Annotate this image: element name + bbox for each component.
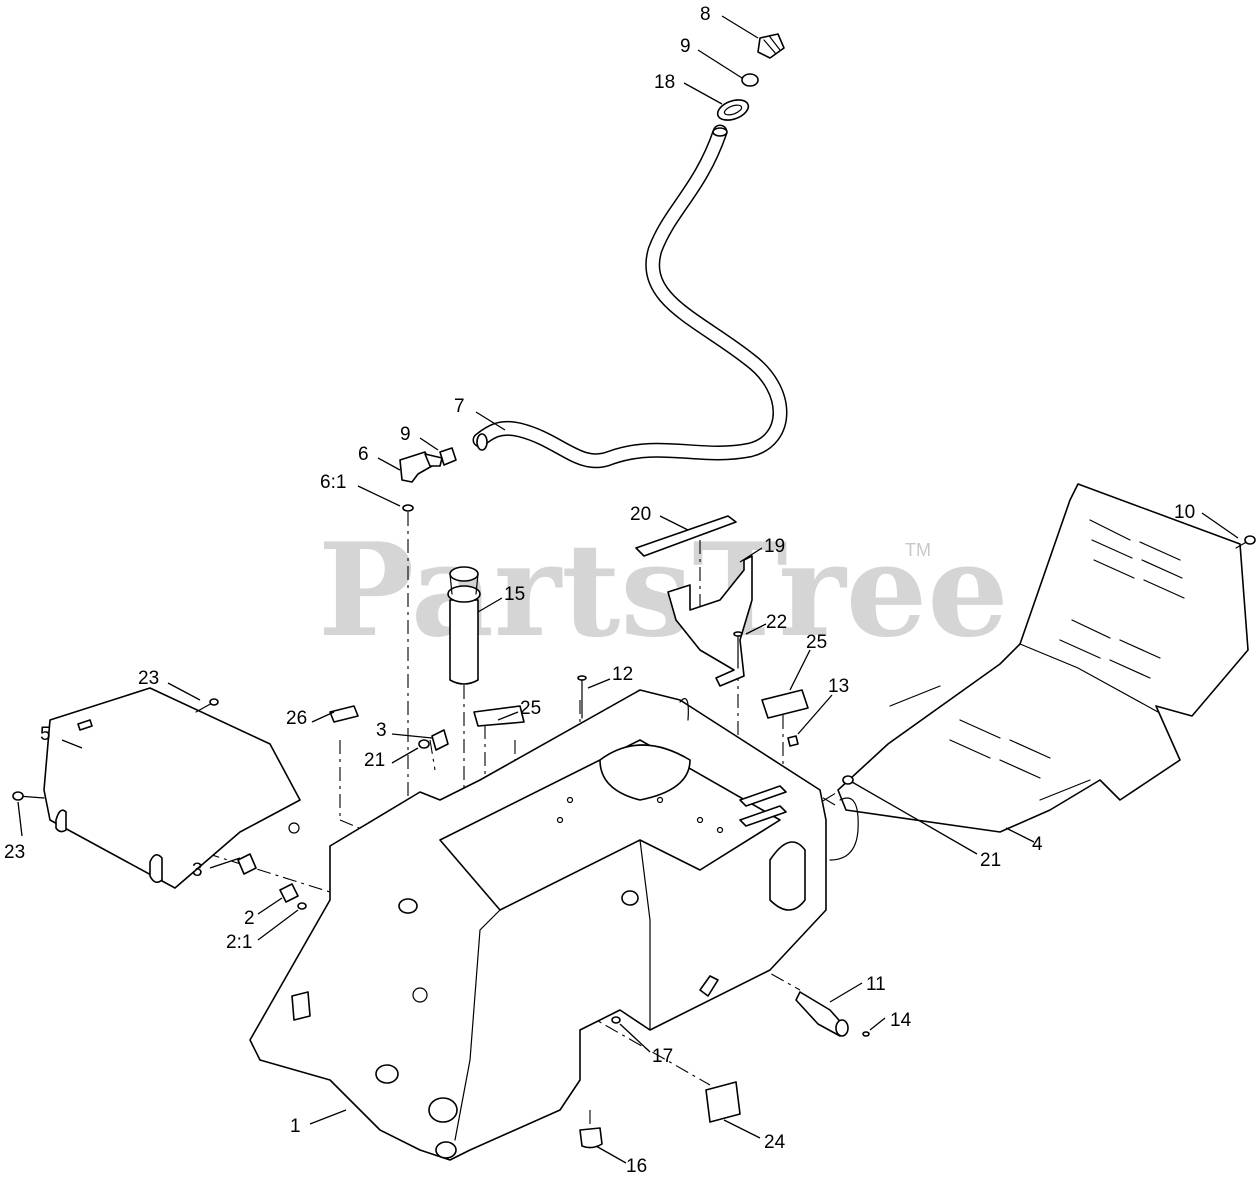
side-shield-part: [43, 687, 301, 889]
callout-16: 16: [626, 1156, 647, 1177]
pivot-pin-part: [795, 991, 849, 1037]
bolt-10-part: [1235, 535, 1256, 549]
breather-hose-part: [472, 124, 788, 469]
callout-14: 14: [890, 1010, 912, 1031]
callout-3-lower: 3: [192, 860, 203, 881]
watermark-trademark: TM: [905, 540, 931, 560]
clip-3-upper-part: [431, 729, 449, 751]
callout-8: 8: [700, 4, 711, 25]
o-ring-part: [402, 504, 414, 512]
bumper-16-part: [579, 1127, 603, 1149]
callout-12: 12: [612, 664, 633, 685]
callout-7: 7: [454, 396, 465, 417]
callout-1: 1: [290, 1116, 301, 1137]
callout-6-1: 6:1: [320, 472, 346, 493]
fitting-2-part: [279, 883, 299, 903]
fitting-upper-part: [741, 73, 759, 87]
nut-21-upper-part: [418, 739, 430, 749]
elbow-fitting-part: [399, 451, 443, 483]
callout-24: 24: [764, 1132, 786, 1153]
callout-17: 17: [652, 1046, 673, 1067]
pin-clip-14-part: [862, 1031, 870, 1037]
bolt-23-upper-part: [195, 698, 219, 713]
main-frame-part: [249, 689, 859, 1161]
nut-13-part: [787, 735, 799, 747]
deck-slots: [889, 519, 1185, 801]
callout-15: 15: [504, 584, 525, 605]
filler-strainer-part: [447, 566, 481, 685]
callout-3-upper: 3: [376, 720, 387, 741]
fitting-lower-part: [439, 447, 457, 466]
callout-21-lower: 21: [980, 850, 1001, 871]
callout-13: 13: [828, 676, 849, 697]
callout-21-upper: 21: [364, 750, 385, 771]
bolt-12-part: [577, 675, 587, 719]
nut-17-part: [611, 1016, 621, 1024]
callout-2: 2: [244, 908, 255, 929]
callout-labels: 8 9 18 7 9 6 6:1 20 19 10 15 22 25 12 13…: [4, 4, 1195, 1177]
callout-6: 6: [358, 444, 369, 465]
callout-11: 11: [866, 974, 886, 995]
callout-20: 20: [630, 504, 651, 525]
leader-lines: [17, 15, 1239, 1164]
callout-9-lower: 9: [400, 424, 411, 445]
callout-2-1: 2:1: [226, 932, 252, 953]
o-ring-2-1-part: [297, 902, 307, 910]
callout-22: 22: [766, 612, 787, 633]
pad-25-right-part: [761, 689, 809, 719]
callout-18: 18: [654, 72, 675, 93]
foam-strip-part: [635, 515, 737, 557]
callout-25-right: 25: [806, 632, 827, 653]
callout-23-lower: 23: [4, 842, 25, 863]
callout-25-left: 25: [520, 698, 541, 719]
deck-plate-part: [837, 483, 1249, 833]
bracket-part: [667, 555, 753, 687]
bolt-23-lower-part: [12, 791, 45, 801]
nut-21-lower-part: [842, 775, 854, 785]
screw-22-part: [733, 631, 743, 669]
callout-9-upper: 9: [680, 36, 691, 57]
callout-26: 26: [286, 708, 307, 729]
callout-5: 5: [40, 724, 51, 745]
callout-10: 10: [1174, 502, 1195, 523]
decal-24-part: [705, 1081, 741, 1123]
clip-3-lower-part: [237, 853, 257, 875]
cap-knob-part: [757, 33, 785, 59]
callout-23-upper: 23: [138, 668, 159, 689]
callout-19: 19: [764, 536, 785, 557]
pad-25-left-part: [473, 705, 525, 727]
hose-clamp-part: [716, 99, 750, 121]
callout-4: 4: [1032, 834, 1043, 855]
label-26-part: [329, 705, 359, 723]
